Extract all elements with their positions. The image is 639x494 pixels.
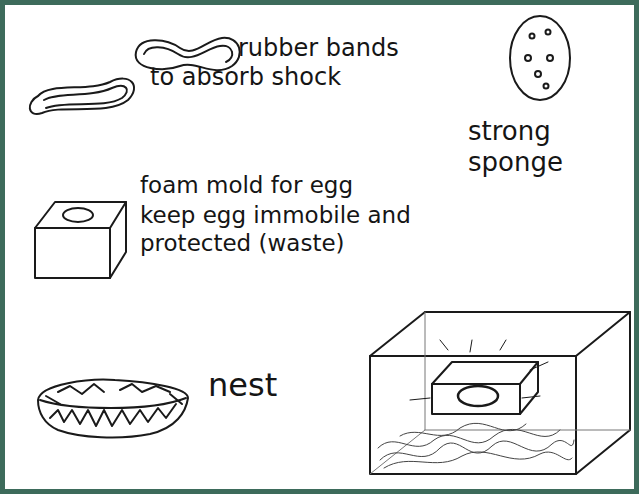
foam-mold-note: keep egg immobile and protected (waste) [140,202,470,257]
nest-note: nest [208,366,328,404]
rubber-bands-note: rubber bands to absorb shock [150,34,410,92]
sponge-note: strong sponge [468,116,608,178]
sponge-sketch [510,16,570,100]
foam-mold-title: foam mold for egg [140,172,460,200]
foam-mold-sketch [35,202,126,278]
nest-sketch [38,380,188,438]
box-sketch [370,312,630,474]
